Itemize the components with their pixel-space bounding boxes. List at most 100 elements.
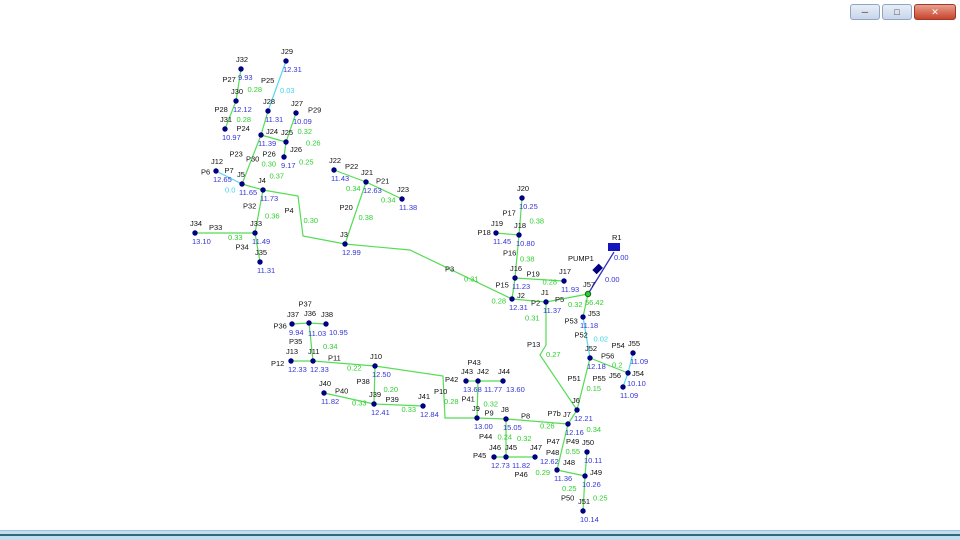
pipe-line[interactable]	[556, 423, 569, 471]
junction-node-icon[interactable]	[342, 241, 348, 247]
junction-node-icon[interactable]	[561, 278, 567, 284]
pipe-line[interactable]	[511, 277, 516, 300]
junction-J9[interactable]	[474, 415, 480, 421]
junction-J32[interactable]	[238, 66, 244, 72]
junction-node-icon[interactable]	[238, 66, 244, 72]
pipe-line[interactable]	[241, 183, 264, 191]
pipe-P49[interactable]	[584, 451, 588, 477]
junction-J21[interactable]	[363, 179, 369, 185]
pipe-P37[interactable]	[308, 322, 327, 325]
junction-J45[interactable]	[503, 454, 509, 460]
pipe-P40[interactable]	[323, 392, 375, 405]
junction-J43[interactable]	[463, 378, 469, 384]
pipe-P8[interactable]	[505, 418, 569, 425]
junction-node-icon[interactable]	[371, 401, 377, 407]
pipe-line[interactable]	[495, 232, 520, 236]
junction-node-icon[interactable]	[620, 384, 626, 390]
junction-node-icon[interactable]	[512, 275, 518, 281]
junction-J19[interactable]	[493, 230, 499, 236]
pipe-line[interactable]	[518, 197, 523, 236]
junction-node-icon[interactable]	[331, 167, 337, 173]
junction-node-icon[interactable]	[281, 154, 287, 160]
junction-node-icon[interactable]	[420, 403, 426, 409]
pipe-line[interactable]	[254, 232, 261, 263]
junction-node-icon[interactable]	[554, 467, 560, 473]
junction-node-icon[interactable]	[213, 168, 219, 174]
junction-J55[interactable]	[630, 350, 636, 356]
junction-J54[interactable]	[625, 370, 631, 376]
junction-J25[interactable]	[283, 139, 289, 145]
pipe-P54[interactable]	[627, 352, 634, 374]
pipe-P24[interactable]	[260, 110, 269, 136]
pipe-P25[interactable]	[267, 60, 287, 112]
junction-J46[interactable]	[491, 454, 497, 460]
junction-J33[interactable]	[252, 230, 258, 236]
pipe-P26[interactable]	[260, 134, 287, 143]
pipe-line[interactable]	[308, 322, 327, 325]
pipe-P21[interactable]	[365, 181, 403, 200]
junction-J49[interactable]	[582, 473, 588, 479]
junction-node-icon[interactable]	[399, 196, 405, 202]
junction-node-icon[interactable]	[233, 98, 239, 104]
junction-J4[interactable]	[260, 187, 266, 193]
junction-J51[interactable]	[580, 508, 586, 514]
junction-J11[interactable]	[310, 358, 316, 364]
pipe-line[interactable]	[567, 409, 578, 425]
junction-J53[interactable]	[580, 314, 586, 320]
pipe-line[interactable]	[267, 60, 287, 112]
junction-node-icon[interactable]	[310, 358, 316, 364]
pipe-P53[interactable]	[582, 293, 589, 318]
pipe-P16[interactable]	[514, 234, 520, 279]
pipe-P7[interactable]	[241, 183, 264, 191]
pipe-line[interactable]	[374, 365, 477, 419]
junction-node-icon[interactable]	[321, 390, 327, 396]
junction-J10[interactable]	[372, 363, 378, 369]
pipe-P19[interactable]	[514, 277, 565, 282]
pipe-line[interactable]	[576, 357, 591, 411]
junction-node-icon[interactable]	[323, 321, 329, 327]
pipe-P56[interactable]	[589, 357, 629, 374]
pipe-P32[interactable]	[254, 189, 264, 234]
junction-J36[interactable]	[306, 320, 312, 326]
pipe-P18[interactable]	[495, 232, 520, 236]
pipe-P36[interactable]	[291, 322, 310, 325]
pipe-P23[interactable]	[241, 134, 262, 185]
junction-J24[interactable]	[258, 132, 264, 138]
junction-node-icon[interactable]	[625, 370, 631, 376]
junction-node-icon[interactable]	[222, 126, 228, 132]
junction-J37[interactable]	[289, 321, 295, 327]
junction-J38[interactable]	[323, 321, 329, 327]
junction-node-icon[interactable]	[306, 320, 312, 326]
pipe-P2[interactable]	[511, 298, 547, 303]
pipe-line[interactable]	[476, 417, 507, 420]
junction-J17[interactable]	[561, 278, 567, 284]
junction-node-icon[interactable]	[239, 181, 245, 187]
pump-icon[interactable]	[592, 263, 603, 275]
pipe-P11[interactable]	[312, 360, 376, 367]
pipe-line[interactable]	[254, 189, 264, 234]
junction-J2[interactable]	[509, 296, 515, 302]
pipe-line[interactable]	[627, 352, 634, 374]
junction-J34[interactable]	[192, 230, 198, 236]
pipe-line[interactable]	[476, 380, 479, 419]
pipe-line[interactable]	[344, 243, 513, 300]
junction-J57[interactable]	[584, 290, 592, 298]
junction-J12[interactable]	[213, 168, 219, 174]
junction-node-icon[interactable]	[543, 299, 549, 305]
pipe-line[interactable]	[291, 322, 310, 325]
pipe-P52[interactable]	[582, 316, 591, 359]
pipe-P17[interactable]	[518, 197, 523, 236]
junction-J13[interactable]	[288, 358, 294, 364]
pipe-line[interactable]	[514, 277, 565, 282]
pipe-line[interactable]	[323, 392, 375, 405]
junction-node-icon[interactable]	[565, 421, 571, 427]
junction-node-icon[interactable]	[519, 195, 525, 201]
pipe-line[interactable]	[584, 451, 588, 477]
junction-node-icon[interactable]	[580, 314, 586, 320]
pipe-P7b[interactable]	[567, 409, 578, 425]
pipe-line[interactable]	[312, 360, 376, 367]
junction-node-icon[interactable]	[283, 139, 289, 145]
junction-J52[interactable]	[587, 355, 593, 361]
pipe-line[interactable]	[582, 475, 586, 512]
